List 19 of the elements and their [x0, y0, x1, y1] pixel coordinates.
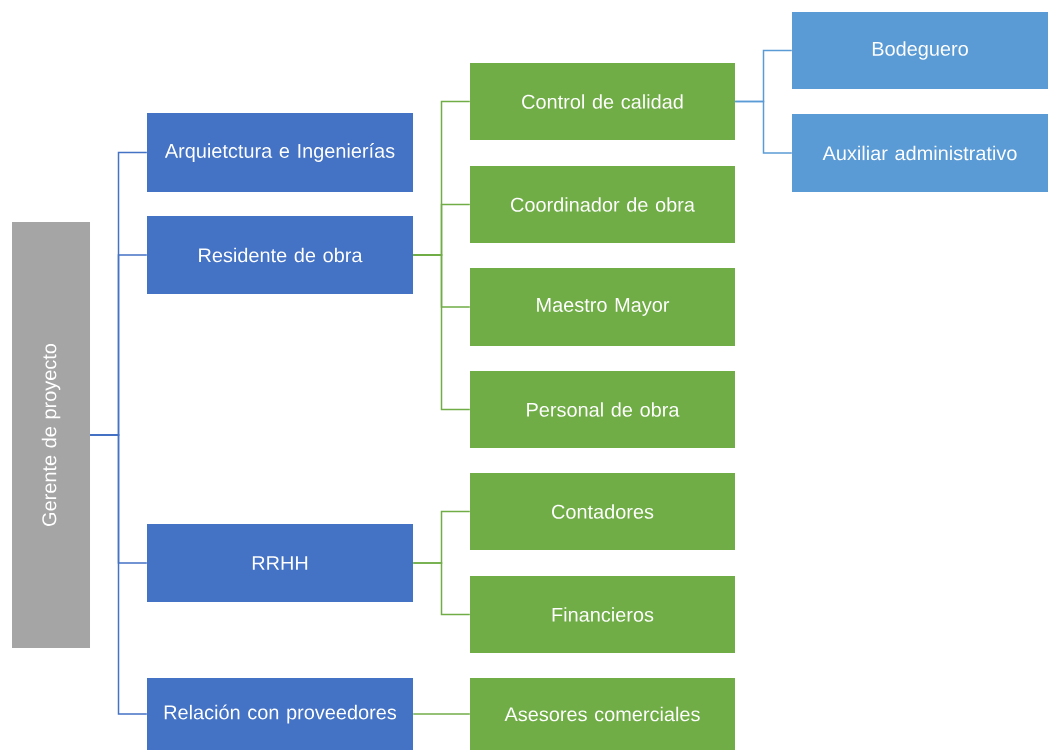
role-box: Financieros	[470, 576, 735, 653]
role-box: Control de calidad	[470, 63, 735, 140]
role-box: Bodeguero	[792, 12, 1048, 89]
connector	[412, 254, 471, 411]
role-box: Maestro Mayor	[470, 268, 735, 346]
role-box: Auxiliar administrativo	[792, 114, 1048, 192]
connector	[412, 713, 471, 715]
role-box: Contadores	[470, 473, 735, 550]
role-box: Asesores comerciales	[470, 678, 735, 750]
connector	[89, 434, 148, 715]
role-box: RRHH	[147, 524, 413, 602]
connector	[412, 562, 471, 616]
root-box: Gerente de proyecto	[12, 222, 90, 648]
role-box: Relación con proveedores	[147, 678, 413, 750]
connector	[734, 100, 793, 154]
role-box: Coordinador de obra	[470, 166, 735, 243]
role-box: Residente de obra	[147, 216, 413, 294]
role-box: Personal de obra	[470, 371, 735, 448]
role-box: Arquietctura e Ingenierías	[147, 113, 413, 192]
